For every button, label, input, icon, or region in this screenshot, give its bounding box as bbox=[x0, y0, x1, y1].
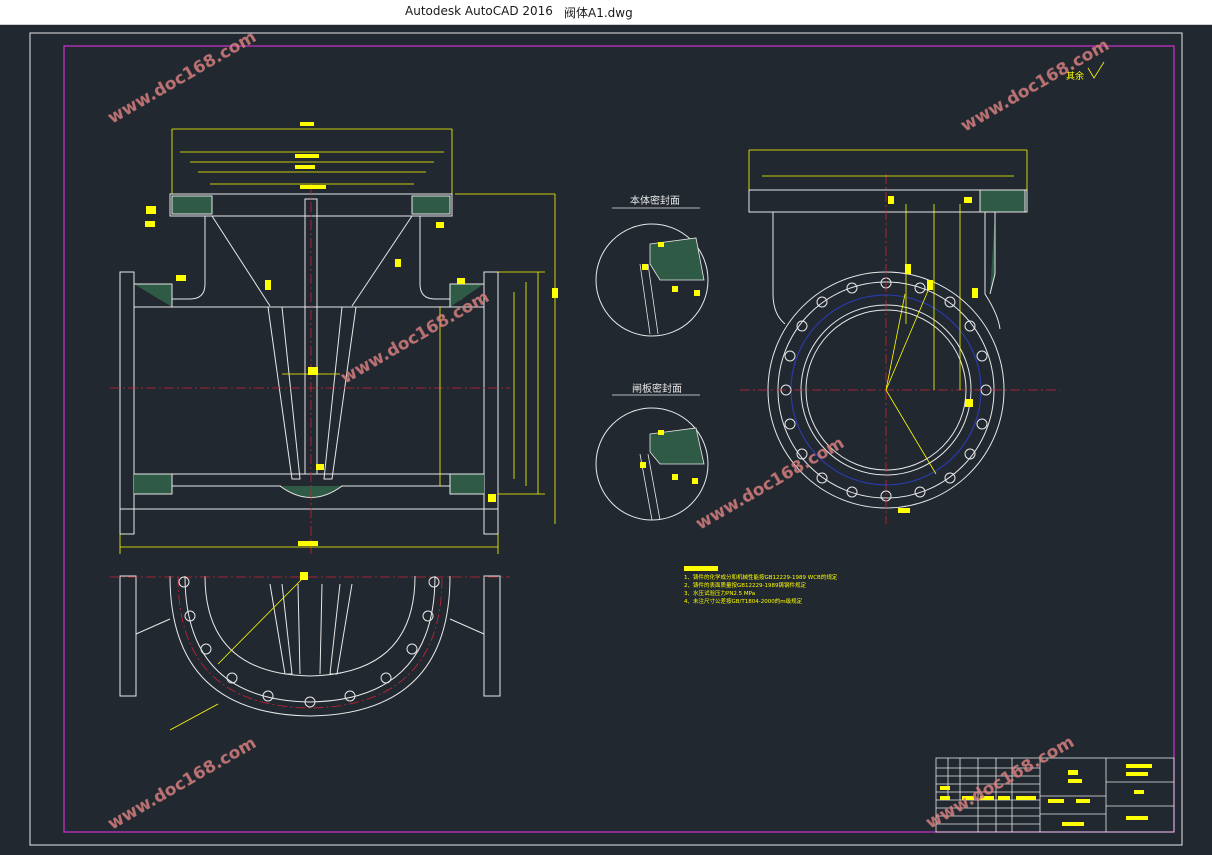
tech-notes: 1、铸件的化学成分和机械性能按GB12229-1989 WCB的规定 2、铸件的… bbox=[684, 573, 838, 605]
tech-note-1: 1、铸件的化学成分和机械性能按GB12229-1989 WCB的规定 bbox=[684, 573, 838, 581]
surface-finish-note: 其余 bbox=[1066, 70, 1084, 82]
front-dimension-marks bbox=[145, 122, 558, 546]
tech-note-4: 4、未注尺寸公差按GB/T1804-2000的m级规定 bbox=[684, 597, 803, 605]
watermark-2: www.doc168.com bbox=[958, 35, 1113, 136]
tech-notes-title bbox=[684, 566, 718, 571]
top-view-mark bbox=[300, 572, 308, 580]
top-view-bolt-holes bbox=[178, 576, 440, 708]
front-section-view[interactable] bbox=[119, 193, 499, 535]
watermark-5: www.doc168.com bbox=[105, 733, 260, 834]
document-title: 阀体A1.dwg bbox=[564, 6, 633, 20]
title-bar: Autodesk AutoCAD 2016 阀体A1.dwg bbox=[0, 0, 1212, 25]
sheet-frame bbox=[29, 32, 1183, 846]
app-title: Autodesk AutoCAD 2016 bbox=[405, 4, 553, 18]
tech-note-2: 2、铸件的表面质量按GB12229-1989铸钢件规定 bbox=[684, 581, 807, 589]
watermark-3: www.doc168.com bbox=[338, 287, 493, 388]
front-dimensions bbox=[119, 128, 556, 554]
title-block-fields bbox=[940, 764, 1152, 826]
detail-gate-seal[interactable]: 闸板密封面 bbox=[595, 382, 709, 521]
drawing-canvas[interactable]: 本体密封面 闸板密封面 bbox=[0, 24, 1212, 855]
detail-body-seal[interactable]: 本体密封面 bbox=[595, 194, 709, 337]
cad-drawing[interactable]: 本体密封面 闸板密封面 bbox=[0, 24, 1212, 855]
top-view-bolt-circle bbox=[177, 576, 443, 709]
inner-border bbox=[63, 45, 1175, 833]
side-dimensions bbox=[748, 149, 1028, 475]
side-dimension-marks bbox=[888, 196, 978, 513]
watermark-4: www.doc168.com bbox=[693, 433, 848, 534]
side-view-bolt-holes bbox=[780, 277, 992, 502]
watermark-1: www.doc168.com bbox=[105, 27, 260, 128]
detail-gate-seal-title: 闸板密封面 bbox=[632, 382, 682, 395]
watermark-6: www.doc168.com bbox=[923, 732, 1078, 833]
tech-note-3: 3、水压试验压力PN2.5 MPa bbox=[684, 589, 755, 597]
top-view-leader bbox=[217, 575, 306, 665]
detail-body-seal-title: 本体密封面 bbox=[630, 194, 680, 207]
surface-finish-symbol bbox=[1087, 61, 1105, 79]
top-view[interactable] bbox=[119, 575, 501, 717]
watermarks: www.doc168.com www.doc168.com www.doc168… bbox=[105, 27, 1113, 834]
top-view-leader-2 bbox=[169, 703, 219, 731]
